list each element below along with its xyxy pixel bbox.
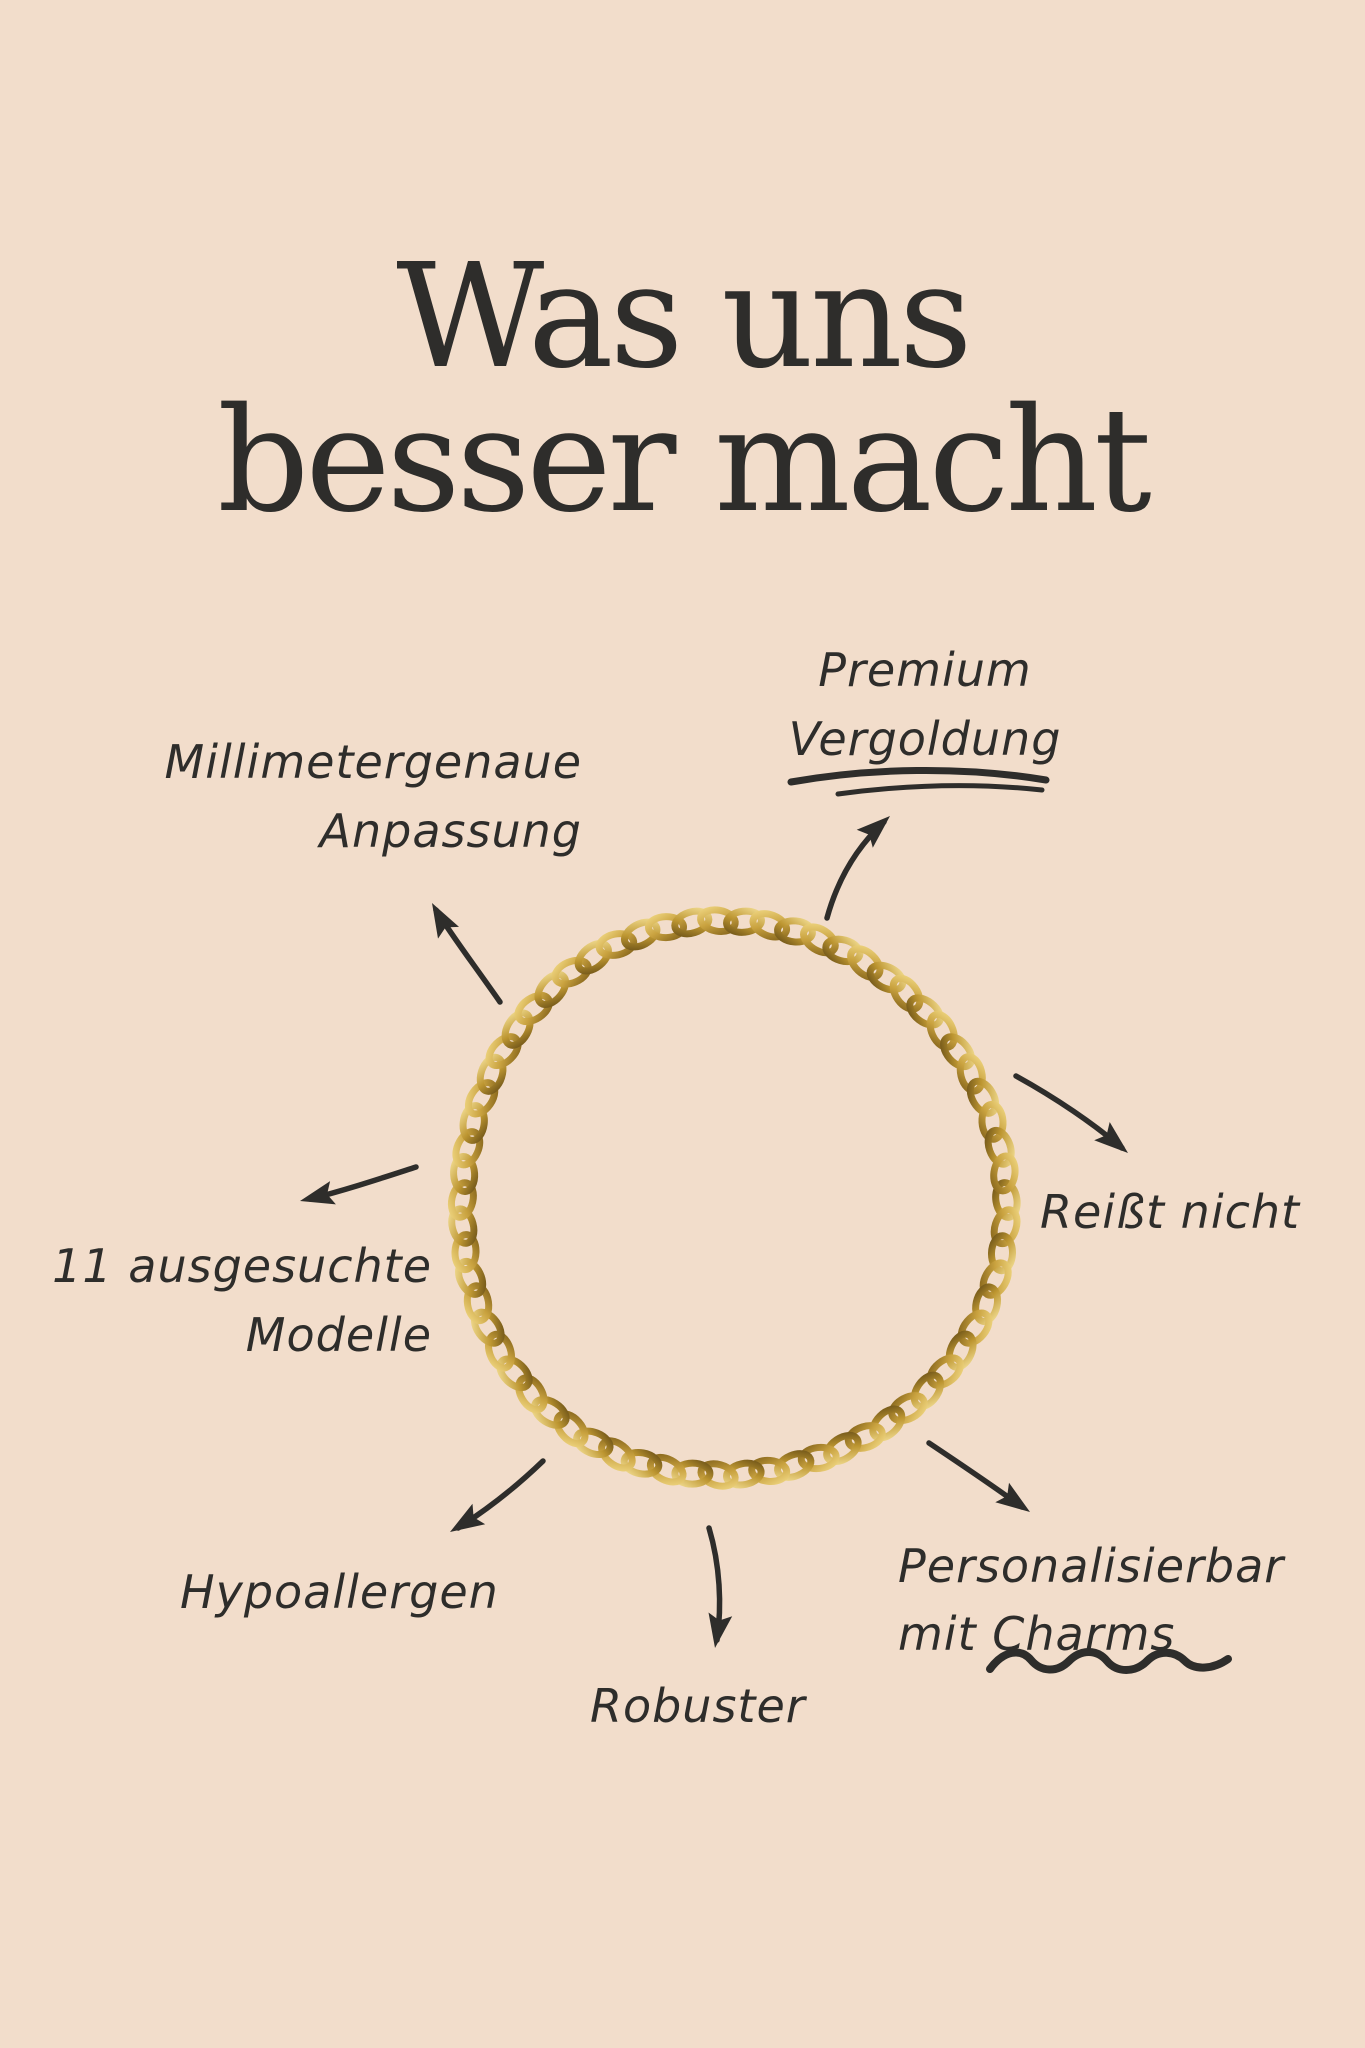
- feature-text: Millimetergenaue: [164, 735, 582, 789]
- feature-text: Premium: [818, 643, 1032, 697]
- arrow-11-ausgesuchte-modelle: [300, 1164, 419, 1205]
- feature-text: Anpassung: [319, 804, 582, 858]
- feature-text: Hypoallergen: [180, 1565, 499, 1619]
- label-millimetergenaue-anpassung: Millimetergenaue Anpassung: [130, 728, 582, 866]
- arrow-personalisierbar-mit-charms: [926, 1440, 1030, 1512]
- arrow-premium-vergoldung: [824, 816, 890, 921]
- title-line-1: Was uns: [396, 232, 972, 401]
- page-title: Was uns besser macht: [0, 244, 1365, 532]
- feature-text: mit Charms: [898, 1607, 1176, 1662]
- gold-chain-image: [447, 906, 1021, 1490]
- title-line-2: besser macht: [217, 376, 1152, 545]
- label-robuster: Robuster: [590, 1672, 806, 1741]
- feature-text: Vergoldung: [788, 712, 1062, 766]
- feature-text: Reißt nicht: [1040, 1185, 1301, 1239]
- feature-text: Modelle: [245, 1308, 432, 1362]
- arrow-millimetergenaue-anpassung: [432, 903, 503, 1005]
- feature-text: Robuster: [590, 1679, 806, 1733]
- label-personalisierbar-mit-charms: Personalisierbar mit Charms: [898, 1532, 1284, 1668]
- arrow-reisst-nicht: [1013, 1073, 1128, 1153]
- label-hypoallergen: Hypoallergen: [180, 1558, 499, 1627]
- feature-text: Personalisierbar: [898, 1539, 1285, 1593]
- label-11-ausgesuchte-modelle: 11 ausgesuchte Modelle: [40, 1232, 432, 1370]
- label-premium-vergoldung: Premium Vergoldung: [770, 636, 1080, 774]
- arrow-robuster: [706, 1525, 733, 1648]
- arrow-hypoallergen: [450, 1458, 546, 1532]
- label-reisst-nicht: Reißt nicht: [1040, 1178, 1300, 1247]
- feature-text: 11 ausgesuchte: [52, 1239, 432, 1293]
